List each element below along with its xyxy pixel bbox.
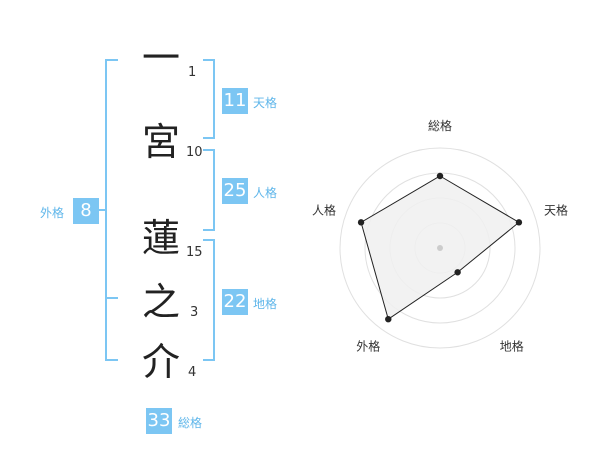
radar-point-5 (357, 219, 365, 226)
name-char-4: 之 (141, 280, 180, 324)
tenkaku-value-badge: 11 (222, 88, 248, 114)
chikaku-label: 地格 (253, 297, 278, 311)
jinkaku-bracket-line (203, 149, 215, 231)
radar-center-dot (437, 245, 443, 251)
name-char-2: 宮 (141, 120, 180, 164)
stroke-count-5: 4 (188, 365, 197, 380)
name-char-1: 一 (141, 36, 180, 80)
radar-point-2 (515, 219, 523, 226)
chikaku-bracket-line (203, 239, 215, 361)
chikaku-value-badge: 22 (222, 289, 248, 315)
jinkaku-value-badge: 25 (222, 178, 248, 204)
gaikaku-bracket-line (105, 59, 118, 361)
name-char-5: 介 (141, 340, 180, 384)
soukaku-value-badge: 33 (146, 408, 172, 434)
stroke-count-1: 1 (188, 65, 197, 80)
stroke-count-4: 3 (190, 305, 199, 320)
radar-axis-label-1: 総格 (428, 118, 452, 133)
radar-point-4 (385, 315, 392, 323)
name-char-3: 蓮 (141, 216, 180, 260)
radar-axis-label-3: 地格 (500, 339, 524, 354)
gaikaku-value-badge: 8 (73, 198, 99, 224)
radar-point-1 (436, 172, 444, 180)
radar-axis-label-5: 人格 (312, 202, 336, 217)
jinkaku-label: 人格 (253, 186, 278, 200)
soukaku-label: 総格 (178, 416, 203, 430)
radar-axis-label-4: 外格 (356, 339, 380, 354)
radar-axis-label-2: 天格 (544, 202, 568, 217)
gaikaku-label: 外格 (40, 206, 65, 220)
stroke-count-3: 15 (186, 245, 203, 260)
tenkaku-bracket-line (203, 59, 215, 139)
radar-point-3 (454, 269, 461, 276)
stroke-count-2: 10 (186, 145, 203, 160)
tenkaku-label: 天格 (253, 96, 278, 110)
